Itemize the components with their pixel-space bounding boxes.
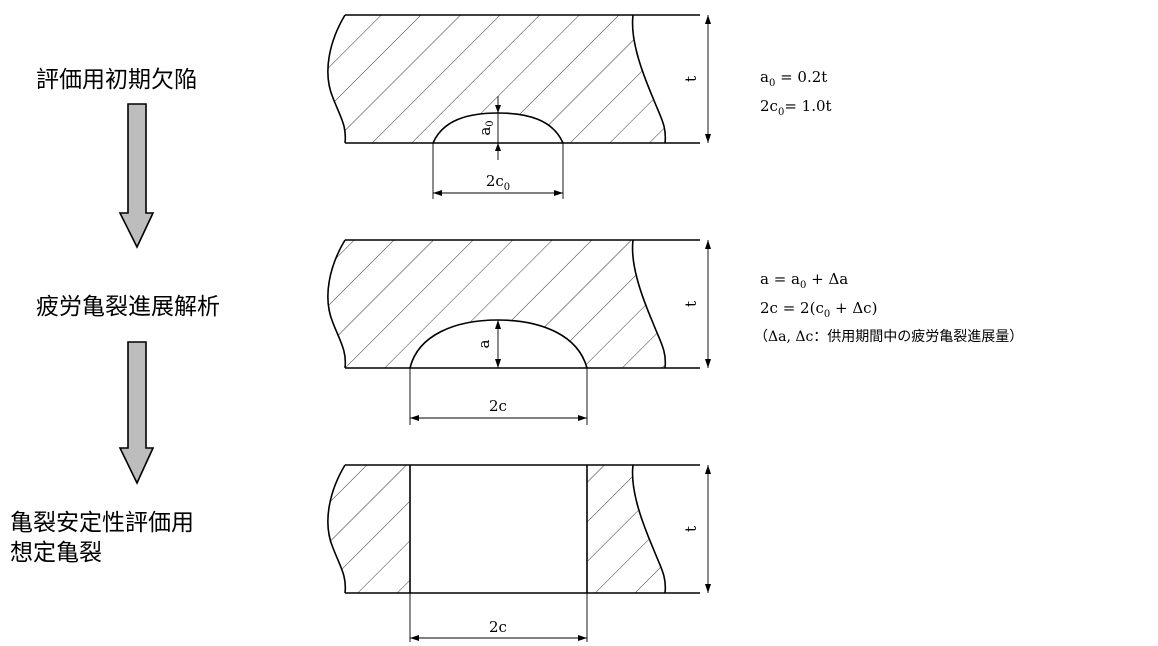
flow-arrow-2 bbox=[118, 341, 155, 485]
formula-text: = 0.2t bbox=[775, 68, 828, 86]
step-label-fatigue-growth: 疲労亀裂進展解析 bbox=[36, 294, 220, 320]
width-dimension-1 bbox=[432, 143, 564, 199]
width-label-2: 2c bbox=[489, 397, 507, 415]
depth-label-2: a bbox=[475, 339, 493, 348]
plate-section-1 bbox=[327, 14, 700, 144]
width-dimension-2 bbox=[409, 368, 588, 425]
formula-text: a bbox=[760, 68, 769, 86]
formula-text: 2c = 2(c bbox=[760, 299, 824, 317]
thickness-label-3: t bbox=[682, 526, 700, 532]
plate-section-2 bbox=[327, 239, 700, 369]
plate-section-3 bbox=[327, 464, 700, 594]
formula-text: + Δc) bbox=[830, 299, 878, 317]
formula-text: + Δa bbox=[806, 270, 849, 288]
grown-crack-shape bbox=[410, 320, 587, 368]
through-wall-crack-shape bbox=[410, 465, 587, 593]
step-label-initial-flaw: 評価用初期欠陥 bbox=[36, 67, 197, 93]
thickness-label-1: t bbox=[682, 76, 700, 82]
thickness-label-2: t bbox=[682, 301, 700, 307]
panel-assumed-crack: t 2c bbox=[327, 464, 711, 642]
formula-line: a0 = 0.2t bbox=[760, 66, 832, 95]
formula-text: （Δa, Δc：供用期間中の疲労亀裂進展量） bbox=[754, 329, 1024, 345]
formula-subscript: 0 bbox=[800, 280, 807, 291]
formula-subscript: 0 bbox=[777, 107, 785, 118]
formula-text: a = a bbox=[760, 270, 800, 288]
formula-note: （Δa, Δc：供用期間中の疲労亀裂進展量） bbox=[754, 326, 1023, 348]
width-label-3: 2c bbox=[489, 618, 507, 636]
flow-arrow-1 bbox=[118, 103, 155, 249]
formula-subscript: 0 bbox=[823, 309, 831, 320]
width-dimension-3 bbox=[409, 593, 588, 642]
panel-fatigue-growth: t a 2c bbox=[327, 239, 711, 425]
depth-label-1: a0 bbox=[476, 120, 496, 135]
thickness-dimension-3 bbox=[705, 465, 711, 593]
formula-line: a = a0 + Δa bbox=[760, 268, 1029, 297]
depth-dimension-1 bbox=[495, 96, 501, 160]
panel-initial-flaw: t a0 2c0 bbox=[327, 14, 711, 199]
depth-dimension-2 bbox=[495, 320, 501, 368]
thickness-dimension-2 bbox=[705, 240, 711, 368]
formula-text: = 1.0t bbox=[784, 97, 832, 115]
formula-subscript: 0 bbox=[768, 78, 776, 89]
width-label-1: 2c0 bbox=[486, 172, 510, 193]
formula-line: 2c0= 1.0t bbox=[760, 95, 832, 124]
formula-text: 2c bbox=[760, 97, 778, 115]
formula-line: 2c = 2(c0 + Δc) bbox=[760, 297, 1029, 326]
step-label-assumed-crack: 亀裂安定性評価用 想定亀裂 bbox=[10, 510, 194, 566]
thickness-dimension-1 bbox=[705, 15, 711, 143]
